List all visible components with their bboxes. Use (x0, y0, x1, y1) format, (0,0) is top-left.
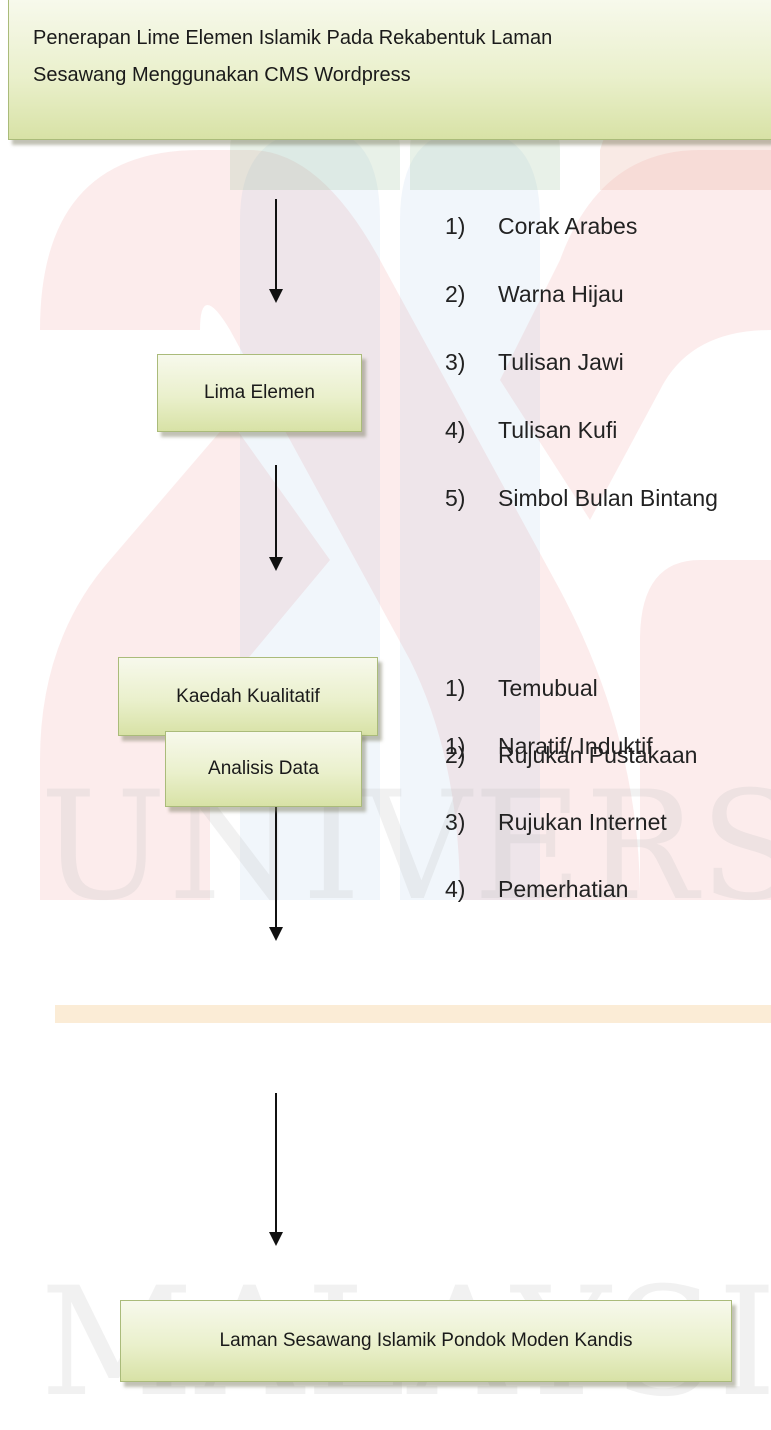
list-item: 2)Rujukan Pustakaan (445, 742, 698, 768)
node-laman-sesawang: Laman Sesawang Islamik Pondok Moden Kand… (120, 1300, 732, 1382)
title-line-2: Sesawang Menggunakan CMS Wordpress (33, 64, 411, 86)
list-item: 2)Warna Hijau (445, 281, 624, 307)
list-item: 1)Naratif/ Induktif (445, 733, 653, 759)
node-kaedah-kualitatif-label: Kaedah Kualitatif (176, 685, 320, 707)
list-item: 1)Corak Arabes (445, 213, 638, 239)
node-laman-sesawang-label: Laman Sesawang Islamik Pondok Moden Kand… (219, 1330, 633, 1351)
node-lima-elemen: Lima Elemen (157, 354, 362, 432)
title-box: Penerapan Lime Elemen Islamik Pada Rekab… (8, 0, 771, 140)
node-lima-elemen-label: Lima Elemen (204, 382, 315, 403)
list-item: 4)Pemerhatian (445, 876, 629, 902)
flow-arrow-4 (269, 1093, 283, 1246)
watermark-text-universiti: UNIVERSITI (40, 760, 771, 934)
list-item: 3)Rujukan Internet (445, 809, 667, 835)
node-analisis-data-label: Analisis Data (208, 758, 319, 779)
watermark-divider (55, 1005, 771, 1023)
list-item: 1)Temubual (445, 675, 598, 701)
flow-arrow-3 (269, 787, 283, 941)
flow-arrow-1 (269, 199, 283, 303)
list-item: 3)Tulisan Jawi (445, 349, 624, 375)
list-item: 5)Simbol Bulan Bintang (445, 485, 718, 511)
title-line-1: Penerapan Lime Elemen Islamik Pada Rekab… (33, 27, 553, 49)
node-analisis-data: Analisis Data (165, 731, 362, 807)
list-item: 4)Tulisan Kufi (445, 417, 618, 443)
flow-arrow-2 (269, 465, 283, 571)
node-kaedah-kualitatif: Kaedah Kualitatif (118, 657, 378, 736)
